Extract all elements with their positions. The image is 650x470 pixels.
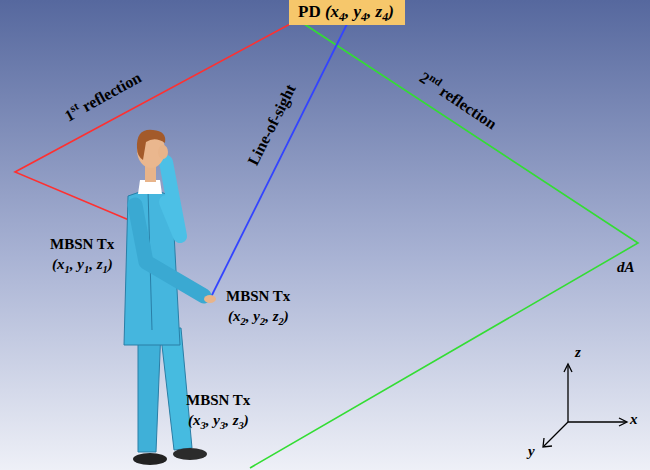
axis-label: z: [575, 344, 581, 361]
text-run: y: [213, 412, 220, 428]
man-figure: [124, 130, 216, 465]
axis-label: x: [630, 411, 638, 428]
subscript: 3: [201, 420, 206, 431]
text-run: y: [354, 2, 362, 21]
subscript: 1: [84, 264, 89, 275]
left-leg: [138, 328, 161, 452]
text-run: (: [228, 308, 233, 324]
subscript: 2: [241, 316, 246, 327]
line-of-sight-ray: [210, 14, 352, 299]
coordinate-label: (x1, y1, z1): [52, 256, 113, 273]
text-run: x: [193, 412, 201, 428]
text-run: x: [331, 2, 340, 21]
subscript: 4: [382, 10, 388, 24]
text-run: z: [376, 2, 383, 21]
text-run: MBSN Tx: [226, 288, 290, 304]
text-run: ): [108, 256, 113, 272]
text-run: ,: [70, 256, 78, 272]
text-run: z: [233, 412, 239, 428]
subscript: 4: [361, 10, 367, 24]
text-run: y: [77, 256, 84, 272]
coordinate-run: x: [630, 411, 638, 427]
text-run: ,: [89, 256, 97, 272]
ray-label: Line-of-sight: [244, 82, 299, 169]
text-run: reflection: [76, 69, 144, 117]
subscript: 3: [239, 420, 244, 431]
photodetector-box: PD (x4, y4, z4): [289, 0, 405, 25]
extended-hand: [204, 295, 216, 303]
ray-label: 2nd reflection: [416, 69, 500, 134]
second-reflection-ray: [250, 16, 638, 468]
text-run: y: [253, 308, 260, 324]
coordinate-run: (x1, y1, z1): [52, 256, 113, 272]
text-run: y: [528, 443, 535, 459]
left-shoe: [133, 453, 167, 465]
y-arrowhead: [543, 438, 552, 447]
subscript: 1: [103, 264, 108, 275]
text-run: MBSN Tx: [50, 236, 114, 252]
coordinate-run: (x4, y4, z4): [325, 2, 394, 21]
text-run: ,: [367, 2, 376, 21]
coordinate-run: y: [528, 443, 535, 459]
axes: [543, 364, 627, 447]
text-run: (: [188, 412, 193, 428]
coordinate-run: (x2, y2, z2): [228, 308, 289, 324]
transmitter-label: MBSN Tx: [226, 288, 290, 305]
text-run: dA: [617, 259, 635, 275]
raised-hand: [158, 145, 168, 159]
text-run: x: [233, 308, 241, 324]
text-run: ,: [206, 412, 214, 428]
transmitter-label: MBSN Tx: [50, 236, 114, 253]
text-run: MBSN Tx: [186, 392, 250, 408]
text-run: z: [273, 308, 279, 324]
text-run: ,: [265, 308, 273, 324]
y-axis: [544, 422, 568, 446]
transmitter-label: MBSN Tx: [186, 392, 250, 409]
x-arrowhead: [619, 418, 627, 426]
text-run: reflection: [434, 80, 500, 132]
coordinate-run: dA: [617, 259, 635, 275]
text-run: x: [630, 411, 638, 427]
subscript: 2: [260, 316, 265, 327]
text-run: z: [97, 256, 103, 272]
right-leg: [160, 328, 192, 450]
text-run: PD: [298, 2, 325, 21]
text-run: ): [388, 2, 394, 21]
coordinate-label: (x3, y3, z3): [188, 412, 249, 429]
z-axis: [567, 366, 568, 422]
text-run: ,: [225, 412, 233, 428]
subscript: 4: [339, 10, 345, 24]
x-axis: [568, 421, 626, 422]
collar: [138, 180, 162, 194]
text-run: x: [57, 256, 65, 272]
coordinate-run: (x3, y3, z3): [188, 412, 249, 428]
right-shoe: [173, 448, 207, 460]
subscript: 1: [65, 264, 70, 275]
axis-label: y: [528, 443, 535, 460]
text-run: (: [325, 2, 331, 21]
text-run: (: [52, 256, 57, 272]
text-run: ,: [345, 2, 354, 21]
z-arrowhead: [564, 364, 572, 372]
raised-arm: [166, 162, 180, 236]
subscript: 2: [279, 316, 284, 327]
area-element-label: dA: [617, 259, 635, 276]
coordinate-label: (x2, y2, z2): [228, 308, 289, 325]
ray-label: 1st reflection: [62, 69, 145, 126]
text-run: ): [244, 412, 249, 428]
node-label: PD (x4, y4, z4): [298, 2, 394, 21]
subscript: 3: [220, 420, 225, 431]
coordinate-run: z: [575, 344, 581, 360]
text-run: Line-of-sight: [244, 82, 298, 168]
neck: [145, 166, 156, 182]
text-run: ): [284, 308, 289, 324]
text-run: ,: [246, 308, 254, 324]
text-run: z: [575, 344, 581, 360]
